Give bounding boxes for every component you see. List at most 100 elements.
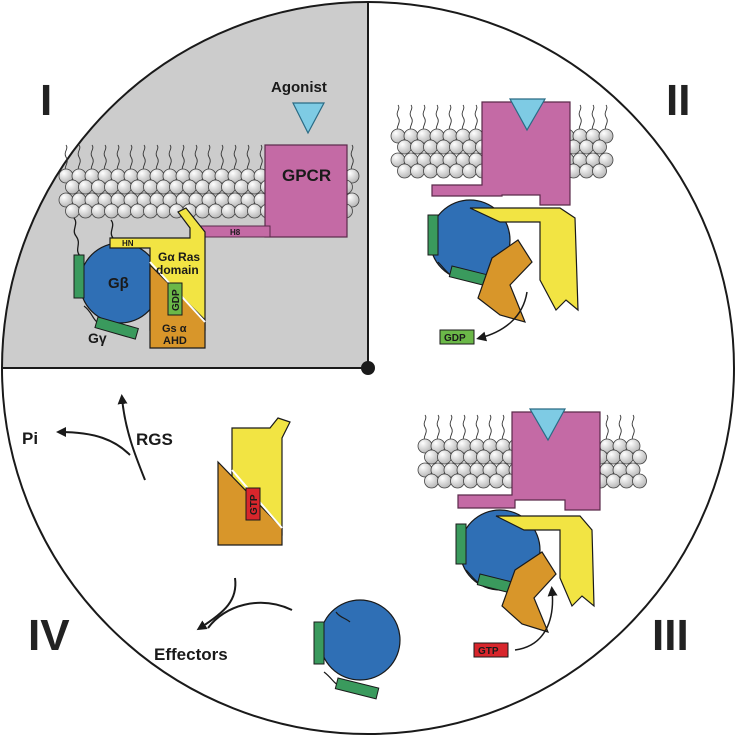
lipid-head <box>423 139 438 155</box>
lipid-tail <box>220 144 224 173</box>
lipid-tail <box>181 144 185 173</box>
lipid-tail <box>435 104 439 133</box>
lipid-tail <box>474 104 478 133</box>
lipid-tail <box>77 144 81 173</box>
lipid-tail <box>591 104 595 133</box>
lipid-head <box>65 203 80 219</box>
lipid-head <box>397 139 412 155</box>
lipid-head <box>410 139 425 155</box>
g-beta-label: Gβ <box>108 275 129 292</box>
lipid-head <box>423 163 438 179</box>
lipid-tail <box>350 144 354 173</box>
lipid-tail <box>142 144 146 173</box>
lipid-tail <box>396 104 400 133</box>
pi-label: Pi <box>22 429 38 448</box>
lipid-tail <box>449 414 453 443</box>
lipid-head <box>208 179 223 195</box>
ahd-label: AHD <box>163 335 187 347</box>
lipid-head <box>91 203 106 219</box>
quadrant-label-IV: IV <box>28 611 70 660</box>
lipid-head <box>156 179 171 195</box>
lipid-head <box>606 449 621 465</box>
lipid-head <box>463 473 478 489</box>
hn-label: HN <box>122 239 134 248</box>
gtp-label-III: GTP <box>478 646 499 657</box>
lipid-head <box>143 203 158 219</box>
lipid-head <box>598 152 614 168</box>
g-alpha-ras-label: Gα Ras <box>158 250 200 264</box>
lipid-tail <box>259 144 263 173</box>
lipid-tail <box>578 104 582 133</box>
lipid-tail <box>129 144 133 173</box>
lipid-head <box>424 449 439 465</box>
effectors-label: Effectors <box>154 645 228 664</box>
lipid-head <box>489 449 504 465</box>
lipid-tail <box>461 104 465 133</box>
lipid-tail <box>422 104 426 133</box>
lipid-head <box>247 179 262 195</box>
lipid-head <box>117 203 132 219</box>
center-dot <box>361 361 375 375</box>
rgs-label: RGS <box>136 430 173 449</box>
domain-label: domain <box>156 263 199 277</box>
lipid-head <box>449 139 464 155</box>
lipid-head <box>130 203 145 219</box>
g-alpha-subunit-III <box>495 515 595 633</box>
g-beta-gamma-II <box>427 199 511 287</box>
lipid-head <box>579 139 594 155</box>
lipid-tail <box>246 144 250 173</box>
lipid-head <box>78 179 93 195</box>
g-beta-gamma-I: Gβ Gγ <box>73 217 161 346</box>
g-gamma-label: Gγ <box>88 330 107 346</box>
lipid-head <box>247 203 262 219</box>
lipid-head <box>462 163 477 179</box>
gs-alpha-label: Gs α <box>162 323 187 335</box>
gdp-box-I <box>167 282 183 316</box>
lipid-tail <box>436 414 440 443</box>
lipid-head <box>462 139 477 155</box>
gpcr-II <box>431 101 571 206</box>
lipid-tail <box>448 104 452 133</box>
lipid-tail <box>475 414 479 443</box>
lipid-tail <box>409 104 413 133</box>
lipid-head <box>592 139 607 155</box>
lipid-head <box>397 163 412 179</box>
lipid-tail <box>90 144 94 173</box>
lipid-head <box>195 203 210 219</box>
lipid-tail <box>116 144 120 173</box>
lipid-tail <box>604 104 608 133</box>
lipid-head <box>450 449 465 465</box>
gpcr-I: GPCR H8 <box>189 144 348 238</box>
lipid-tail <box>423 414 427 443</box>
agonist-ligand-III <box>528 408 567 442</box>
lipid-head <box>143 179 158 195</box>
lipid-head <box>65 179 80 195</box>
lipid-head <box>449 163 464 179</box>
quadrant-label-II: II <box>666 76 690 125</box>
lipid-head <box>619 449 634 465</box>
lipid-tail <box>194 144 198 173</box>
lipid-head <box>221 179 236 195</box>
lipid-tail <box>233 144 237 173</box>
lipid-tail <box>103 144 107 173</box>
lipid-head <box>579 163 594 179</box>
lipid-head <box>437 449 452 465</box>
lipid-tail <box>501 414 505 443</box>
gdp-label-II: GDP <box>444 333 466 344</box>
lipid-tail <box>64 144 68 173</box>
gdp-box-II <box>439 329 475 345</box>
lipid-tail <box>618 414 622 443</box>
lipid-tail <box>631 414 635 443</box>
lipid-head <box>117 179 132 195</box>
lipid-tail <box>168 144 172 173</box>
lipid-tail <box>155 144 159 173</box>
lipid-head <box>104 179 119 195</box>
lipid-head <box>436 163 451 179</box>
gdp-release-arrow <box>476 291 528 342</box>
gpcr-label: GPCR <box>282 166 331 185</box>
agonist-ligand-I <box>292 102 325 135</box>
lipid-tail <box>207 144 211 173</box>
lipid-head <box>221 203 236 219</box>
lipid-head <box>424 473 439 489</box>
gdp-label-I: GDP <box>171 289 182 311</box>
